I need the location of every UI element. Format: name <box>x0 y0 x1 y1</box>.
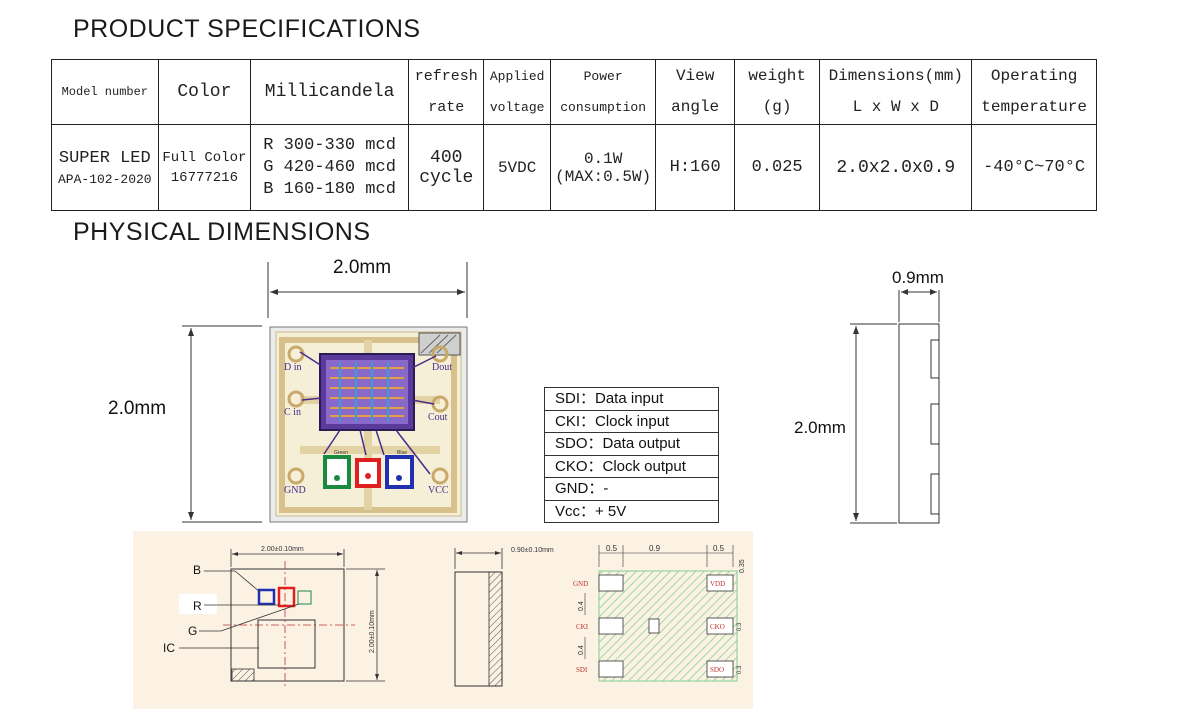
drawing-pad-03b: 0.3 <box>737 665 743 674</box>
cell-operating-temperature: -40°C~70°C <box>971 124 1097 211</box>
drawing-label-ic: IC <box>163 641 175 655</box>
drawing-pad-09: 0.9 <box>649 544 661 553</box>
physical-dimensions-heading: PHYSICAL DIMENSIONS <box>73 218 371 246</box>
drawing-label-b: B <box>193 563 201 577</box>
drawing-pin-gnd: GND <box>573 580 588 588</box>
header-dimensions: Dimensions(mm)L x W x D <box>819 59 973 125</box>
side-height-label: 2.0mm <box>794 418 846 437</box>
drawing-pad-04b: 0.4 <box>578 645 585 655</box>
drawing-pin-cki: CKI <box>576 623 589 631</box>
drawing-side-width: 0.90±0.10mm <box>511 547 554 554</box>
header-color: Color <box>157 59 252 125</box>
cell-applied-voltage: 5VDC <box>483 124 551 211</box>
technical-drawing: 2.00±0.10mm 2.00±0.10mm B R G IC 0.90±0. <box>163 544 746 689</box>
chip-label-dout: Dout <box>432 362 452 373</box>
drawing-label-r: R <box>193 599 202 613</box>
cell-power-consumption: 0.1W(MAX:0.5W) <box>549 124 657 211</box>
chip-label-din: D in <box>284 362 302 373</box>
drawing-pin-sdo: SDO <box>710 666 724 674</box>
legend-item: Vcc：+ 5V <box>555 502 627 520</box>
cell-dimensions: 2.0x2.0x0.9 <box>819 124 973 211</box>
legend-item: CKO：Clock output <box>545 456 718 478</box>
chip-top-view: D in Dout C in Cout GND VCC Green Blue <box>182 262 468 523</box>
chip-height-label: 2.0mm <box>108 398 167 419</box>
drawing-top-width: 2.00±0.10mm <box>261 546 304 553</box>
legend-item: CKI：Clock input <box>545 411 718 433</box>
legend-item: SDO：Data output <box>545 433 718 456</box>
cell-weight: 0.025 <box>733 124 821 211</box>
drawing-pad-03a: 0.3 <box>737 622 743 631</box>
chip-side-view <box>850 289 940 524</box>
chip-width-label: 2.0mm <box>333 257 392 278</box>
drawing-top-height: 2.00±0.10mm <box>369 610 376 653</box>
cell-view-angle: H:160 <box>655 124 735 211</box>
drawing-pin-sdi: SDI <box>576 666 588 674</box>
product-specifications-heading: PRODUCT SPECIFICATIONS <box>73 15 421 43</box>
pin-legend: SDI：Data input CKI：Clock input SDO：Data … <box>544 387 719 523</box>
drawing-pad-05b: 0.5 <box>713 544 725 553</box>
drawing-pad-05a: 0.5 <box>606 544 618 553</box>
header-weight: weight(g) <box>733 59 821 125</box>
chip-label-vcc: VCC <box>428 485 449 496</box>
drawing-pin-cko: CKO <box>710 623 725 631</box>
legend-item: SDI：Data input <box>545 388 718 411</box>
chip-label-gnd: GND <box>284 485 306 496</box>
legend-item: GND：- <box>545 478 718 501</box>
drawing-pad-04a: 0.4 <box>578 601 585 611</box>
side-width-label: 0.9mm <box>892 268 944 287</box>
chip-label-blue: Blue <box>397 450 407 456</box>
drawing-label-g: G <box>188 624 197 638</box>
header-model: Model number <box>51 59 159 125</box>
technical-drawing-panel: 2.00±0.10mm 2.00±0.10mm B R G IC 0.90±0. <box>133 531 753 709</box>
chip-label-green: Green <box>334 450 348 456</box>
drawing-pad-035: 0.35 <box>739 559 746 573</box>
chip-label-cout: Cout <box>428 412 448 423</box>
drawing-pin-vdd: VDD <box>710 580 725 588</box>
header-millicandela: Millicandela <box>250 59 410 125</box>
chip-label-cin: C in <box>284 407 301 418</box>
